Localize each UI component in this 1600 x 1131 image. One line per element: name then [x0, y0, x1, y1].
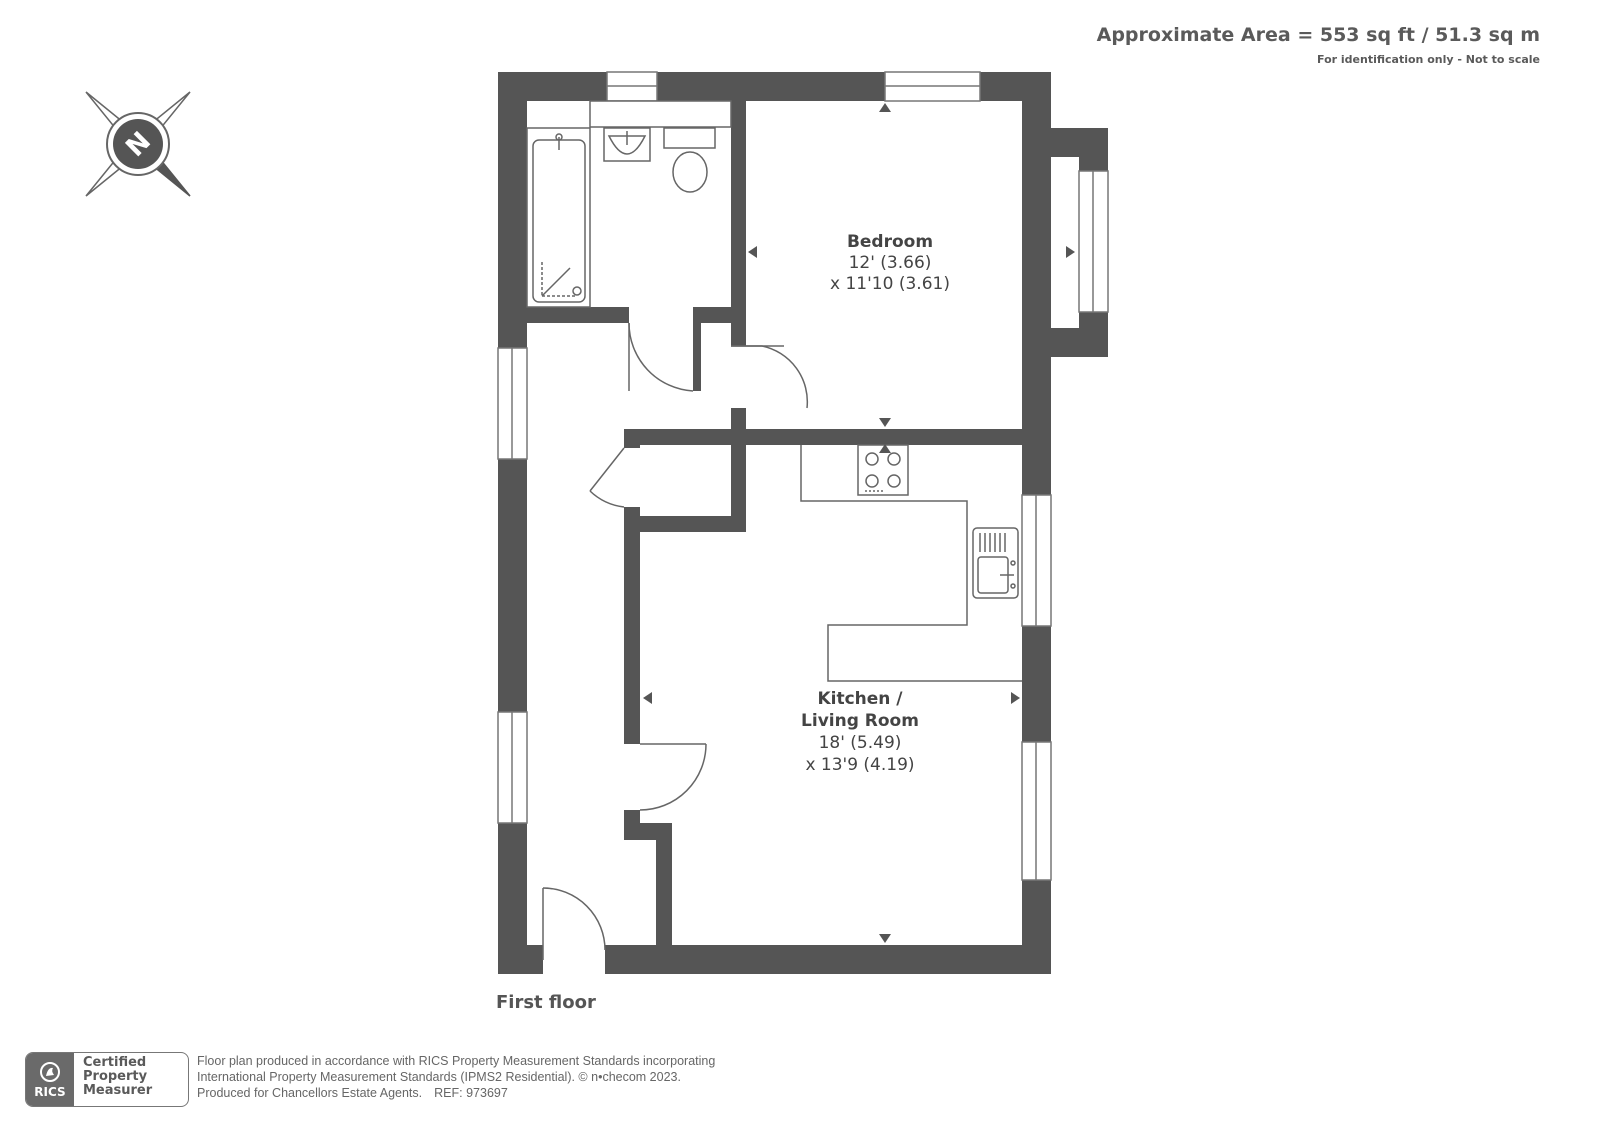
footer-notes: Floor plan produced in accordance with R… — [197, 1053, 715, 1101]
kitchen-dim-1: 18' (5.49) — [818, 733, 902, 753]
footer-line-2: International Property Measurement Stand… — [197, 1070, 681, 1084]
badge-line-1: Certified — [83, 1055, 147, 1070]
compass-rose-icon: N — [85, 91, 191, 197]
kitchen-worktop — [800, 444, 1022, 682]
doors — [542, 322, 809, 960]
kitchen-dim-2: x 13'9 (4.19) — [805, 755, 915, 775]
rics-logo: RICS — [26, 1053, 74, 1106]
kitchen-name-2: Living Room — [801, 711, 919, 731]
footer-line-1: Floor plan produced in accordance with R… — [197, 1054, 716, 1068]
bedroom-label: Bedroom 12' (3.66) x 11'10 (3.61) — [830, 232, 950, 295]
approximate-area: Approximate Area = 553 sq ft / 51.3 sq m — [1096, 24, 1540, 46]
footer-line-3a: Produced for Chancellors Estate Agents. — [197, 1086, 423, 1100]
rics-certified-badge: RICS Certified Property Measurer — [25, 1052, 189, 1107]
badge-line-2: Property — [83, 1069, 148, 1084]
floor-label: First floor — [496, 992, 596, 1013]
kitchen-name-1: Kitchen / — [817, 689, 903, 709]
lion-crest-icon — [40, 1061, 60, 1082]
rics-brand: RICS — [34, 1084, 66, 1099]
bathroom-fixtures — [526, 100, 732, 308]
disclaimer: For identification only - Not to scale — [1317, 53, 1540, 66]
windows — [497, 71, 1109, 881]
bedroom-dim-2: x 11'10 (3.61) — [830, 274, 950, 294]
footer-ref: REF: 973697 — [434, 1086, 508, 1100]
bedroom-dim-1: 12' (3.66) — [848, 253, 932, 273]
badge-line-3: Measurer — [83, 1083, 153, 1098]
bedroom-name: Bedroom — [846, 232, 934, 252]
kitchen-living-label: Kitchen / Living Room 18' (5.49) x 13'9 … — [780, 688, 940, 776]
dimension-arrows — [643, 103, 1075, 943]
